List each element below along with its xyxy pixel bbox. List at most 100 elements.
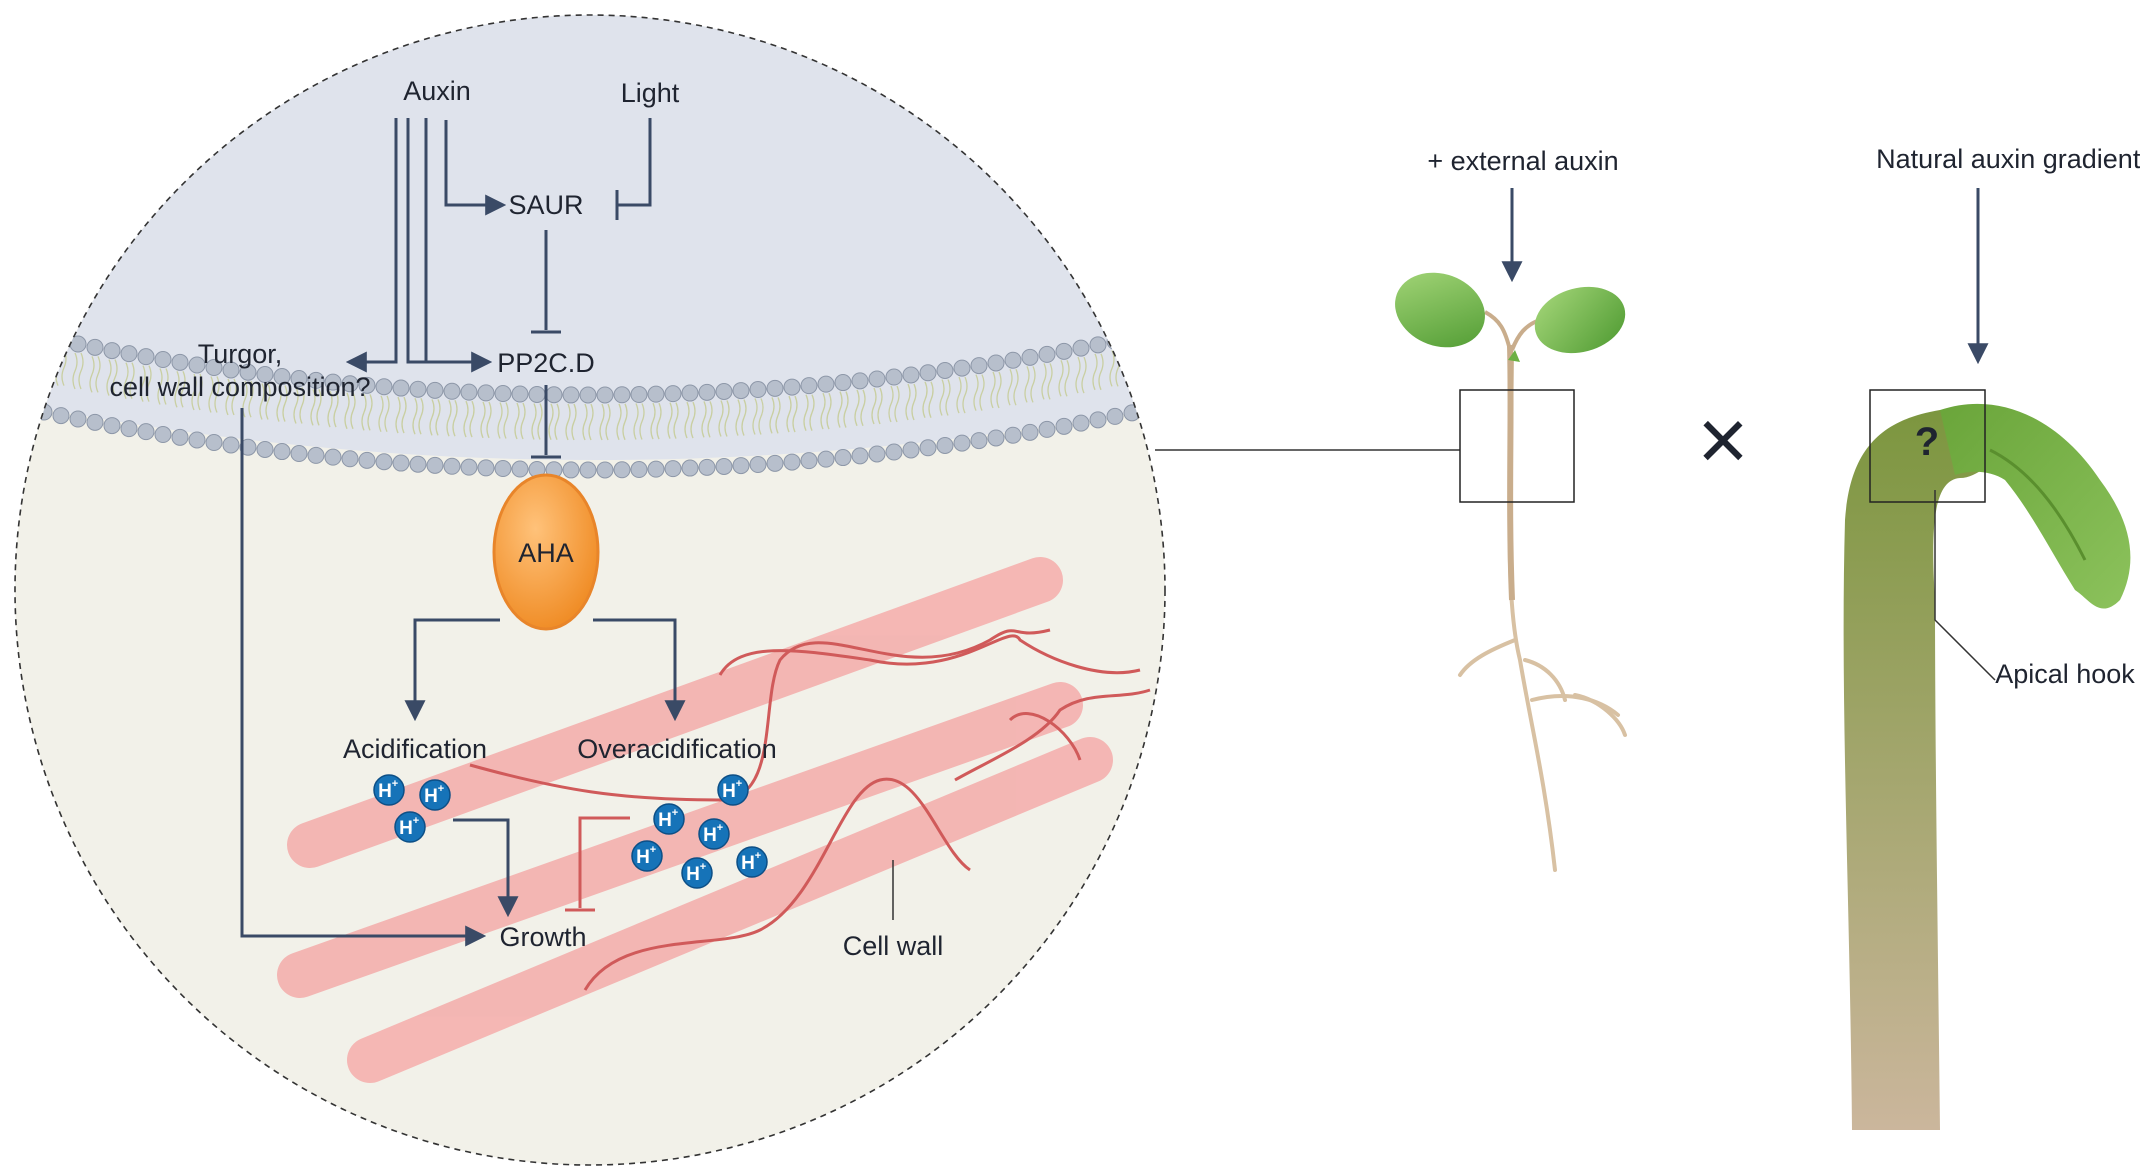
lipid-tail [956,376,968,414]
lipid-head [239,438,257,456]
hook-cotyledon [1940,403,2131,609]
lipid-tail [191,373,203,411]
turgor-label-line2: cell wall composition? [109,372,370,402]
lipid-head [239,363,257,381]
lipid-tail [701,401,713,438]
cell-zoom: H+H+H+H+H+H+H+H+H+ Auxin Light SAUR PP2C… [14,14,1166,1166]
lipid-head [154,426,172,444]
lipid-tail [174,371,186,408]
lipid-head [1106,332,1124,350]
lipid-head [766,454,784,472]
lipid-tail [650,402,662,440]
lipid-tail [939,379,951,416]
lipid-head [885,443,903,461]
lipid-head [188,431,206,449]
lipid-head [477,384,495,402]
lipid-head [698,383,716,401]
proton-icon [736,846,768,878]
lipid-tail [820,392,832,430]
proton-icon [394,811,426,843]
lipid-tail [905,383,917,421]
lipid-tail [497,402,509,439]
lipid-tail [1024,366,1036,403]
lipid-head [868,445,886,463]
seedling-roots [1458,358,1627,872]
apical-hook-leader-line [1934,490,1996,681]
proton-charge: + [413,815,419,827]
proton-label: H [722,781,736,802]
lipid-head [749,381,767,399]
hook-question-mark: ? [1915,420,1939,464]
proton-charge: + [392,778,398,790]
light-label: Light [621,78,680,108]
lipid-tail [395,396,407,434]
lipid-head [545,386,563,404]
proton-label: H [703,825,717,846]
lipid-head [35,328,53,346]
lipid-head [256,440,274,458]
lipid-head [732,457,750,475]
lipid-tail [565,403,577,441]
lipid-head [409,455,427,473]
lipid-head [375,453,393,471]
lipid-head [18,324,36,342]
lipid-tail [888,385,900,423]
lipid-head [358,451,376,469]
lipid-head [358,376,376,394]
lipid-tail [803,394,815,431]
lipid-tail [667,402,679,439]
lipid-head [120,420,138,438]
lipid-tail [633,403,645,440]
proton-icon [373,774,405,806]
lipid-tail [344,392,356,430]
lipid-head [154,351,172,369]
proton-group: H+H+H+H+H+H+H+H+H+ [373,774,768,889]
lipid-tail [922,381,934,419]
proton-icon [631,840,663,872]
acidification-to-growth-arrow [453,818,519,918]
lipid-head [1038,345,1056,363]
turgor-to-growth-arrow [240,408,487,947]
lipid-head [120,345,138,363]
lipid-tail [446,400,458,437]
lateral-root [1530,693,1620,717]
turgor-label-line1: Turgor, [198,339,283,369]
lipid-head [1106,407,1124,425]
lipid-tail [157,368,169,405]
lipid-head [1021,423,1039,441]
proton-charge: + [672,807,678,819]
lipid-head [817,450,835,468]
proton-charge: + [755,850,761,862]
hook-leaf-vein [1989,448,2087,561]
lipid-head [647,460,665,478]
lipid-head [902,366,920,384]
overacidification-label: Overacidification [577,734,777,764]
proton-icon [698,818,730,850]
lipid-head [783,453,801,471]
lipid-head [1089,411,1107,429]
lipid-head [69,410,87,428]
lipid-tail [1058,360,1070,397]
seedling-hypocotyl [1507,344,1515,601]
proton-charge: + [650,844,656,856]
lipid-head [851,447,869,465]
lipid-head [800,452,818,470]
lipid-head [851,372,869,390]
lipid-head [613,386,631,404]
lipid-head [103,342,121,360]
lipid-head [919,439,937,457]
lipid-tail [208,376,220,413]
lipid-head [460,458,478,476]
proton-icon [717,774,749,806]
lipid-head [970,432,988,450]
lipid-tail [1126,346,1138,384]
lipid-head [562,386,580,404]
cotyledon-left [1395,272,1485,348]
lipid-head [885,368,903,386]
lipid-head [137,348,155,366]
proton-label: H [686,864,700,885]
lipid-tail [1092,353,1104,391]
lipid-head [817,375,835,393]
lipid-head [392,454,410,472]
lipid-head [1055,417,1073,435]
